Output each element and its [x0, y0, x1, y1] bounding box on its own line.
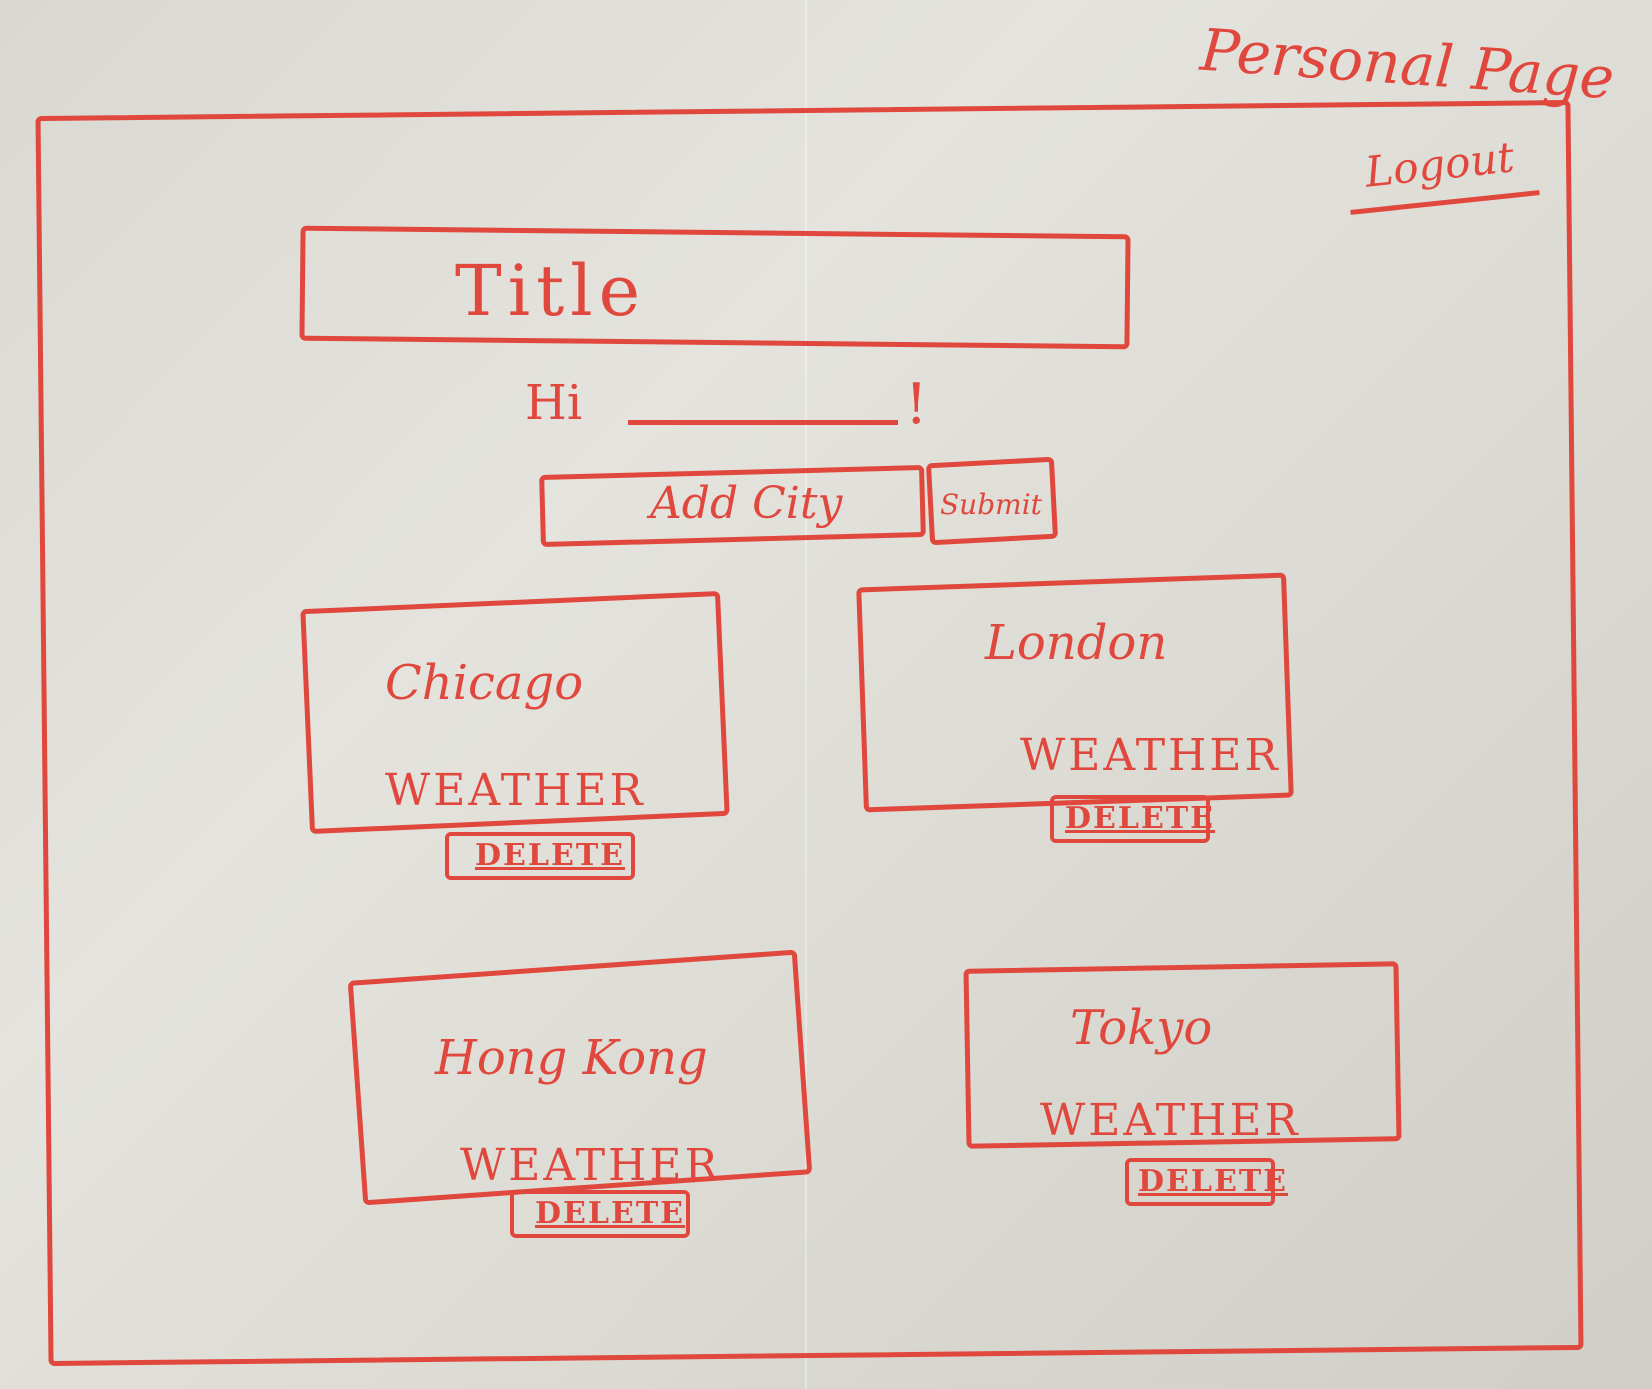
page-label: Personal Page	[1198, 15, 1617, 113]
delete-button[interactable]	[445, 832, 635, 880]
delete-button[interactable]	[1125, 1158, 1275, 1206]
delete-button[interactable]	[510, 1190, 690, 1238]
city-name: Chicago	[385, 655, 584, 711]
submit-button-label: Submit	[940, 488, 1042, 521]
username-blank	[628, 420, 898, 425]
page-title: Title	[455, 250, 647, 332]
delete-button-label: DELETE	[1065, 801, 1216, 836]
greeting-prefix: Hi	[525, 375, 583, 431]
city-name: London	[985, 615, 1168, 671]
delete-button[interactable]	[1050, 795, 1210, 843]
paper-fold	[805, 0, 807, 1389]
delete-button-label: DELETE	[475, 838, 626, 873]
weather-label: WEATHER	[1040, 1095, 1301, 1146]
delete-button-label: DELETE	[535, 1196, 686, 1231]
title-box	[299, 225, 1131, 350]
weather-label: WEATHER	[1020, 730, 1281, 781]
city-name: Hong Kong	[435, 1030, 708, 1086]
delete-button-label: DELETE	[1138, 1164, 1289, 1199]
greeting-suffix: !	[905, 372, 928, 437]
city-name: Tokyo	[1070, 1000, 1213, 1056]
add-city-placeholder: Add City	[650, 478, 843, 529]
weather-label: WEATHER	[385, 765, 646, 816]
weather-label: WEATHER	[460, 1140, 721, 1191]
